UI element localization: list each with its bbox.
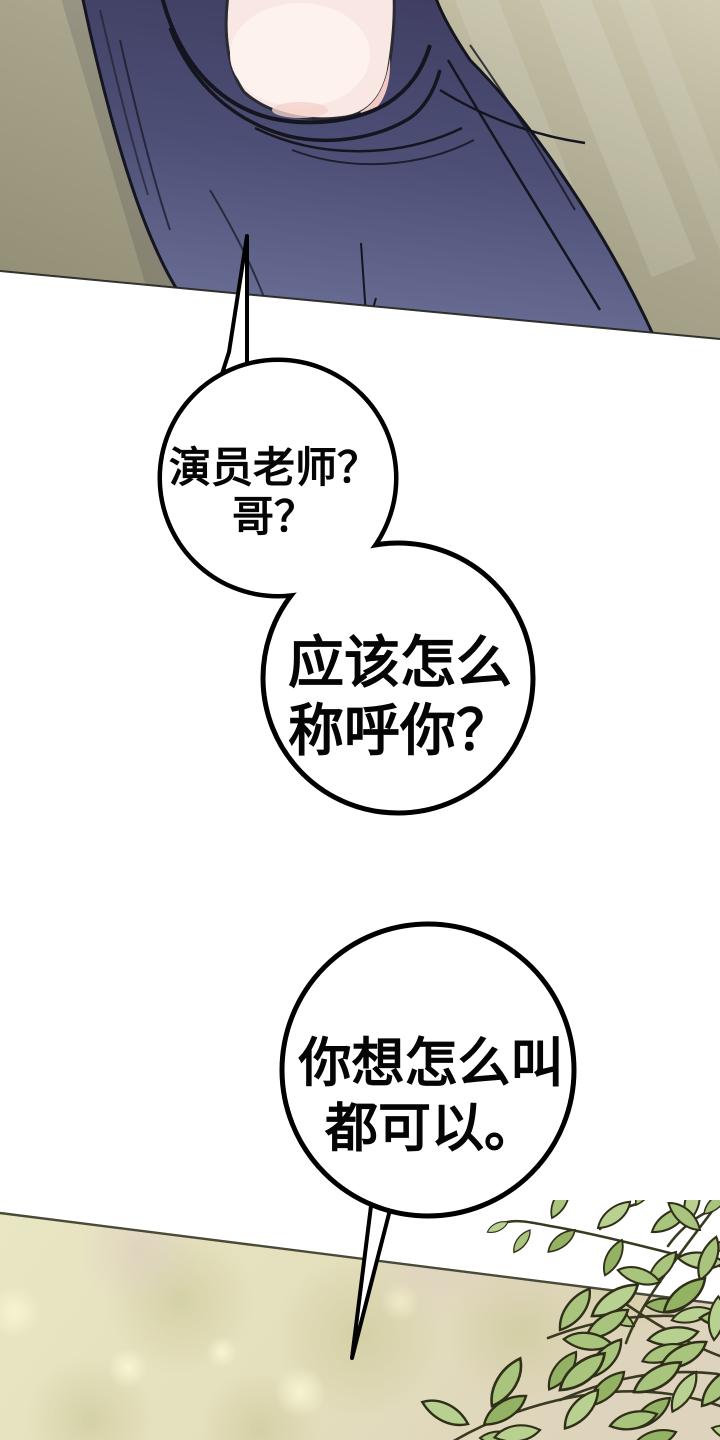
speech-bubble-3-text: 你想怎么叫 都可以。 [299,1031,564,1161]
speech-bubble-3-line-1: 你想怎么叫 [298,1034,564,1093]
character-shirt [60,0,663,339]
speech-bubble-3-tail [350,1196,394,1360]
speech-bubble-3 [279,921,577,1219]
character-neck [224,0,396,121]
speech-bubble-1-tail [219,234,249,379]
top-panel-edge [0,270,720,340]
skin-shadow [360,58,391,114]
speech-bubble-2-line-1: 应该怎么 [288,631,512,694]
bottom-panel-edge [0,1211,720,1306]
speech-bubble-3-line-2: 都可以。 [325,1099,537,1158]
speech-bubble-1-line-2: 哥？ [231,493,317,540]
speech-bubble-2-text: 应该怎么 称呼你？ [288,629,512,765]
speech-bubble-2-line-2: 称呼你？ [288,699,512,762]
speech-bubble-2 [260,540,536,816]
skin-highlight [230,3,370,107]
foliage-illustration [420,1200,720,1440]
speech-bubble-1-line-1: 演员老师？ [168,444,380,491]
top-art-panel [0,0,720,340]
speech-bubble-1-text: 演员老师？ 哥？ [169,443,379,541]
speech-bubble-1-fill [162,362,394,594]
